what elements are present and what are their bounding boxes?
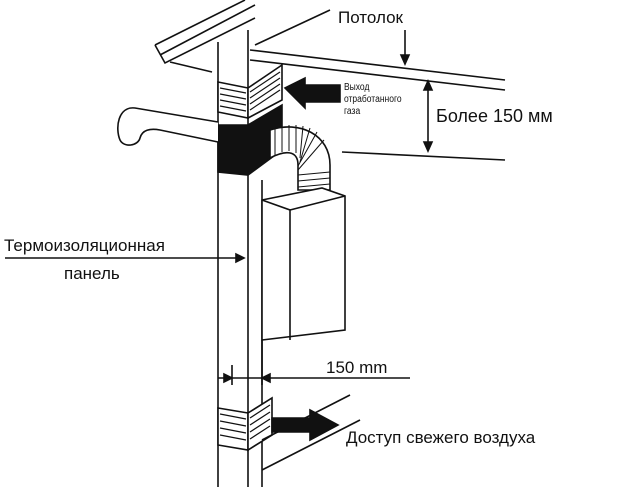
exhaust-label-line3: газа xyxy=(344,106,361,117)
exhaust-label: Выход отработанного газа xyxy=(344,82,402,118)
ceiling-pointer xyxy=(399,30,411,66)
exhaust-pipe xyxy=(117,107,219,146)
top-clearance-label: Более 150 мм xyxy=(436,106,553,126)
roof xyxy=(154,0,256,73)
side-clearance-dimension xyxy=(218,340,410,385)
fresh-air-arrow xyxy=(271,408,340,442)
insulation-label-line1: Термоизоляционная xyxy=(4,236,165,255)
boiler-unit xyxy=(261,187,346,341)
top-clearance-dimension xyxy=(422,79,434,153)
exhaust-label-line2: отработанного xyxy=(344,94,402,105)
lower-vent-grille xyxy=(217,394,361,471)
flexible-duct xyxy=(269,125,331,191)
exhaust-label-line1: Выход xyxy=(344,82,370,93)
insulation-label-line2: панель xyxy=(64,264,120,283)
ceiling xyxy=(249,9,506,161)
insulation-pointer xyxy=(5,252,246,264)
exhaust-arrow xyxy=(283,76,341,110)
side-clearance-label: 150 mm xyxy=(326,358,388,377)
upper-vent-grille xyxy=(217,63,283,120)
ceiling-label: Потолок xyxy=(338,8,403,27)
fresh-air-label: Доступ свежего воздуха xyxy=(346,428,536,447)
